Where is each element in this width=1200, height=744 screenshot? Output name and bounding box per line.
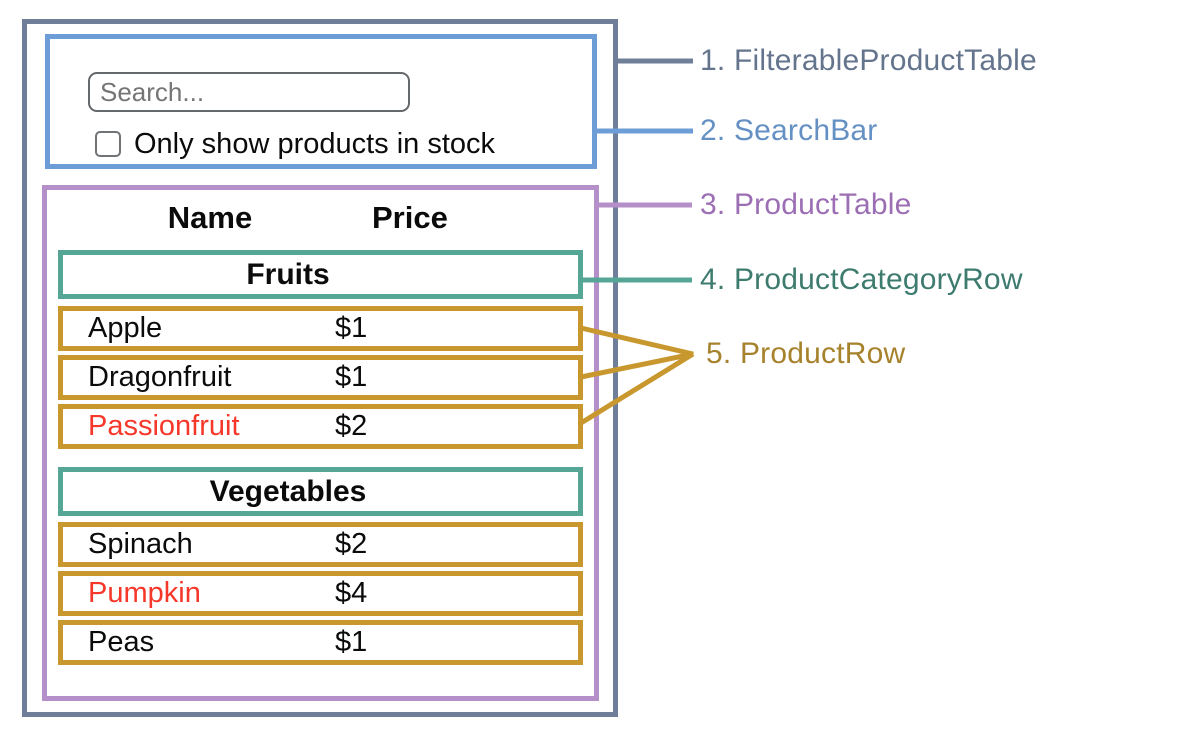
product-rows: Fruits Apple $1 Dragonfruit $1 Passionfr… xyxy=(58,250,583,665)
product-name: Apple xyxy=(88,312,163,344)
product-price: $1 xyxy=(335,626,368,658)
annotation-product-row: 5. ProductRow xyxy=(706,337,906,370)
product-price: $2 xyxy=(335,528,368,560)
product-row-pumpkin: Pumpkin $4 xyxy=(58,571,583,616)
product-price: $4 xyxy=(335,577,368,609)
search-input[interactable] xyxy=(88,72,410,112)
product-price: $2 xyxy=(335,410,368,442)
product-row-peas: Peas $1 xyxy=(58,620,583,665)
product-row-apple: Apple $1 xyxy=(58,306,583,351)
product-price: $1 xyxy=(335,312,368,344)
product-price: $1 xyxy=(335,361,368,393)
filterable-product-table-outline: Only show products in stock Name Price F… xyxy=(22,19,618,717)
product-name: Pumpkin xyxy=(88,577,201,609)
category-row-vegetables: Vegetables xyxy=(58,467,583,516)
product-row-spinach: Spinach $2 xyxy=(58,522,583,567)
product-row-dragonfruit: Dragonfruit $1 xyxy=(58,355,583,400)
column-header-price: Price xyxy=(372,200,448,235)
annotation-product-category-row: 4. ProductCategoryRow xyxy=(700,263,1023,296)
product-name: Spinach xyxy=(88,528,193,560)
in-stock-checkbox-label: Only show products in stock xyxy=(134,128,496,160)
product-name: Passionfruit xyxy=(88,410,240,442)
column-header-name: Name xyxy=(167,200,253,235)
annotation-search-bar: 2. SearchBar xyxy=(700,114,878,147)
category-row-fruits: Fruits xyxy=(58,250,583,299)
product-row-passionfruit: Passionfruit $2 xyxy=(58,404,583,449)
product-table-outline: Name Price Fruits Apple $1 Dragonfruit $… xyxy=(42,185,599,701)
annotation-filterable-product-table: 1. FilterableProductTable xyxy=(700,44,1037,77)
in-stock-checkbox[interactable] xyxy=(95,131,121,157)
product-name: Peas xyxy=(88,626,155,658)
search-bar-outline: Only show products in stock xyxy=(45,34,597,169)
product-name: Dragonfruit xyxy=(88,361,232,393)
annotation-product-table: 3. ProductTable xyxy=(700,188,912,221)
